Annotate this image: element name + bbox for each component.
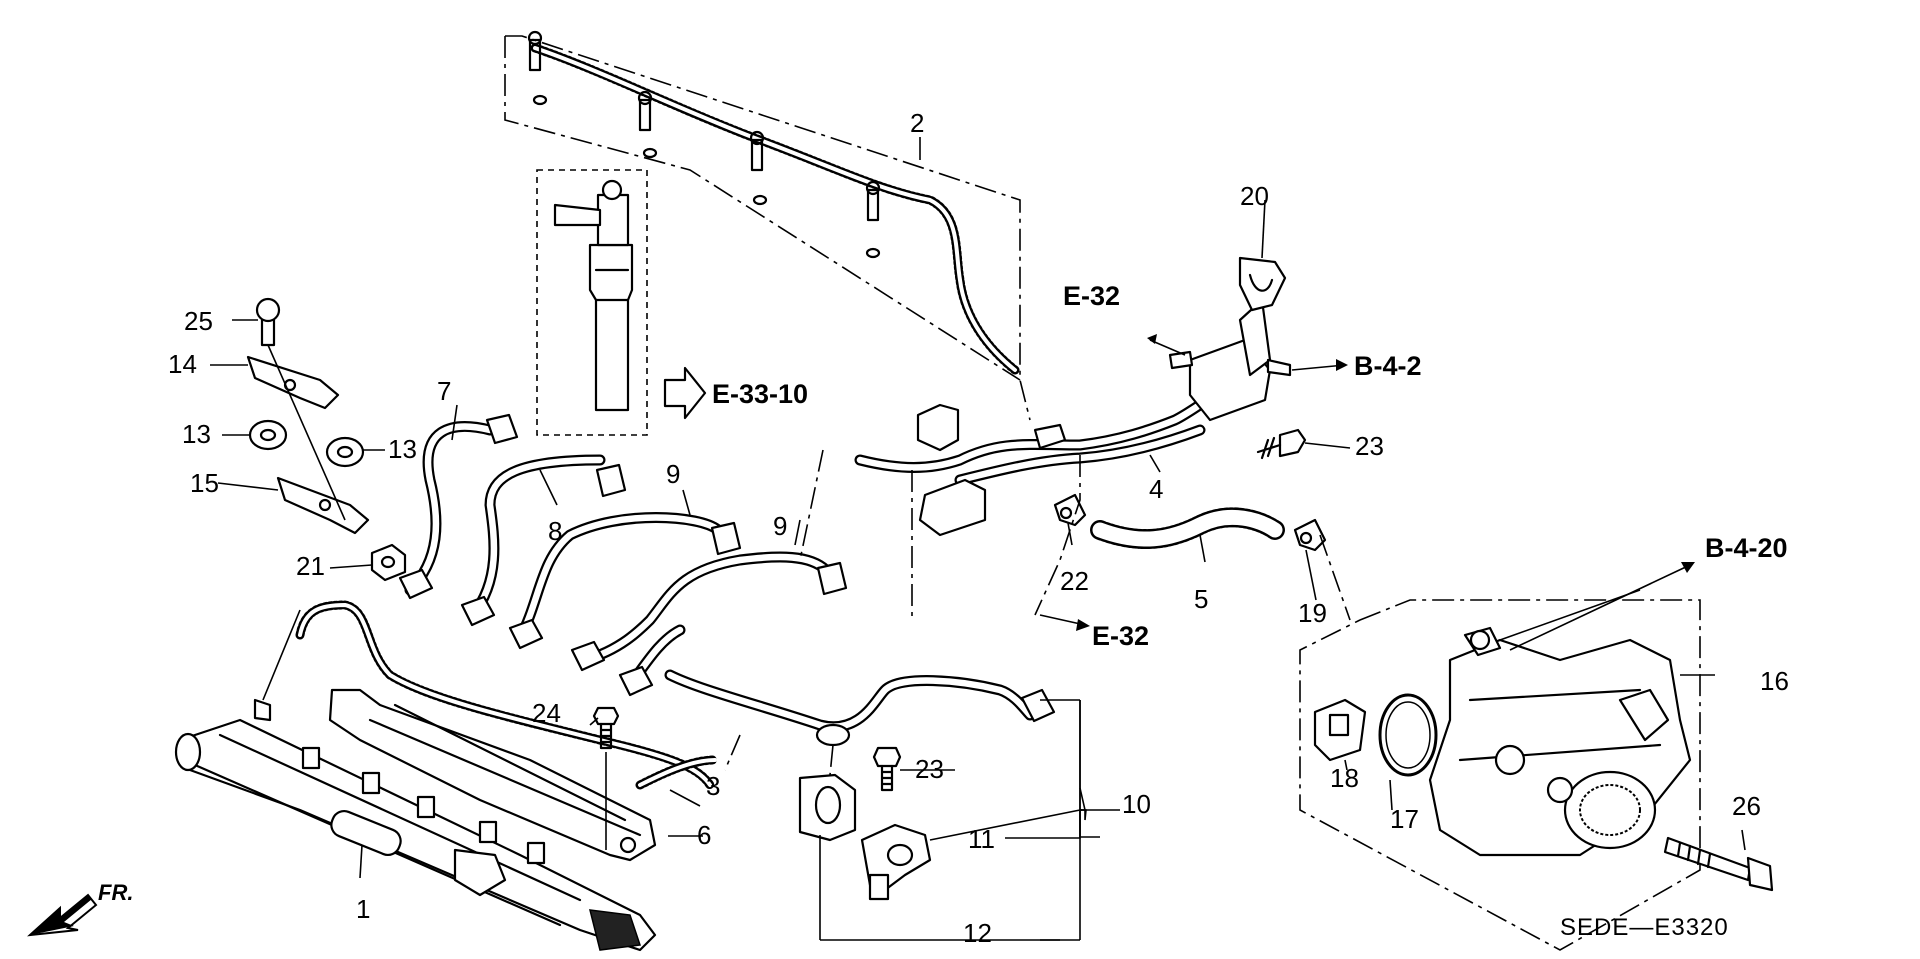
part-number-2[interactable]: 2: [910, 108, 924, 138]
front-direction-label: FR.: [98, 880, 133, 905]
injection-pipe-7: [398, 413, 519, 600]
injector-return-hose: [527, 30, 1020, 375]
grommet-12: [798, 773, 857, 842]
hose-2-dash-frame: [504, 35, 1031, 421]
part-number-23-upper[interactable]: 23: [1355, 431, 1384, 461]
fuel-hose-5: [1090, 507, 1285, 549]
pump-dash-frame: [1299, 599, 1701, 951]
ref-arrow-e32-bottom: [1039, 614, 1090, 631]
reference-b-4-20[interactable]: B-4-20: [1705, 533, 1788, 563]
part-number-11[interactable]: 11: [968, 824, 995, 854]
hose-clamp-22: [1053, 493, 1087, 527]
part-number-20[interactable]: 20: [1240, 181, 1269, 211]
part-number-22[interactable]: 22: [1060, 566, 1089, 596]
bracket-stack-line: [267, 344, 346, 521]
part-number-9-b[interactable]: 9: [773, 511, 787, 541]
part-number-17[interactable]: 17: [1390, 804, 1419, 834]
bolt-26: [1663, 836, 1774, 892]
o-ring-17: [1378, 693, 1438, 777]
bolt-23-upper: [1256, 428, 1307, 460]
injector: [536, 169, 648, 436]
fuel-rail-1: [174, 609, 657, 952]
part-number-1[interactable]: 1: [356, 894, 370, 924]
front-direction-arrow-icon: [27, 893, 98, 937]
part-number-6[interactable]: 6: [697, 820, 711, 850]
part-number-12[interactable]: 12: [963, 918, 992, 948]
bracket-15: [276, 476, 370, 535]
part-number-10[interactable]: 10: [1122, 789, 1151, 819]
reference-e-32-top[interactable]: E-32: [1063, 281, 1120, 311]
part-number-4[interactable]: 4: [1149, 474, 1163, 504]
part-number-7[interactable]: 7: [437, 376, 451, 406]
bolt-24: [592, 706, 620, 850]
pump-link-dash: [1319, 534, 1351, 621]
diagram-code: SEDE—E3320: [1560, 914, 1729, 941]
rail-cover-6: [328, 688, 657, 862]
part-number-25[interactable]: 25: [184, 306, 213, 336]
reference-e-33-10[interactable]: E-33-10: [712, 379, 808, 409]
part-number-26[interactable]: 26: [1732, 791, 1761, 821]
part-number-18[interactable]: 18: [1330, 763, 1359, 793]
ref-arrow-b4-2: [1291, 359, 1348, 371]
part-number-3[interactable]: 3: [706, 771, 720, 801]
part-number-15[interactable]: 15: [190, 468, 219, 498]
ref-arrow-b4-20: [1509, 562, 1695, 651]
return-hose-3: [295, 600, 720, 790]
part-number-8[interactable]: 8: [548, 516, 562, 546]
pipe-clamp-11: [860, 823, 932, 901]
injection-pipe-9-a: [508, 512, 742, 650]
pipe9-dash: [799, 449, 824, 561]
part-number-21[interactable]: 21: [296, 551, 325, 581]
part-number-19[interactable]: 19: [1298, 598, 1327, 628]
part-number-13-right[interactable]: 13: [388, 434, 417, 464]
bolt-25: [255, 297, 281, 347]
part-number-labels: 2 25 14 13 13 15 21 7 8 9 9 4 20 23 22 5…: [168, 108, 1789, 948]
fuel-pump-16: [1428, 589, 1692, 857]
part-number-9-a[interactable]: 9: [666, 459, 680, 489]
part-number-16[interactable]: 16: [1760, 666, 1789, 696]
hose-clamp-19: [1293, 518, 1327, 552]
grommet-13-left: [248, 419, 288, 451]
leader-lines: [210, 137, 1746, 941]
nut-21: [370, 543, 407, 582]
rail-3-dash: [724, 734, 741, 771]
reference-b-4-2[interactable]: B-4-2: [1354, 351, 1422, 381]
part-number-23-lower[interactable]: 23: [915, 754, 944, 784]
clamp-20: [1238, 256, 1287, 312]
injection-pipe-9-b: [570, 551, 848, 697]
reference-e-32-bottom[interactable]: E-32: [1092, 621, 1149, 651]
high-pressure-pipe-10: [664, 669, 1056, 747]
part-number-14[interactable]: 14: [168, 349, 197, 379]
grommet-13-right: [325, 436, 365, 468]
part-number-5[interactable]: 5: [1194, 584, 1208, 614]
part-number-24[interactable]: 24: [532, 698, 561, 728]
part-number-13-left[interactable]: 13: [182, 419, 211, 449]
ref-arrow-e32-top: [1147, 334, 1186, 356]
pipe10-dash: [829, 744, 834, 776]
injection-pipe-8: [460, 454, 627, 627]
gasket-18: [1313, 698, 1367, 762]
bolt-23-lower: [872, 746, 902, 792]
ref-arrow-e33-10: [663, 366, 707, 420]
